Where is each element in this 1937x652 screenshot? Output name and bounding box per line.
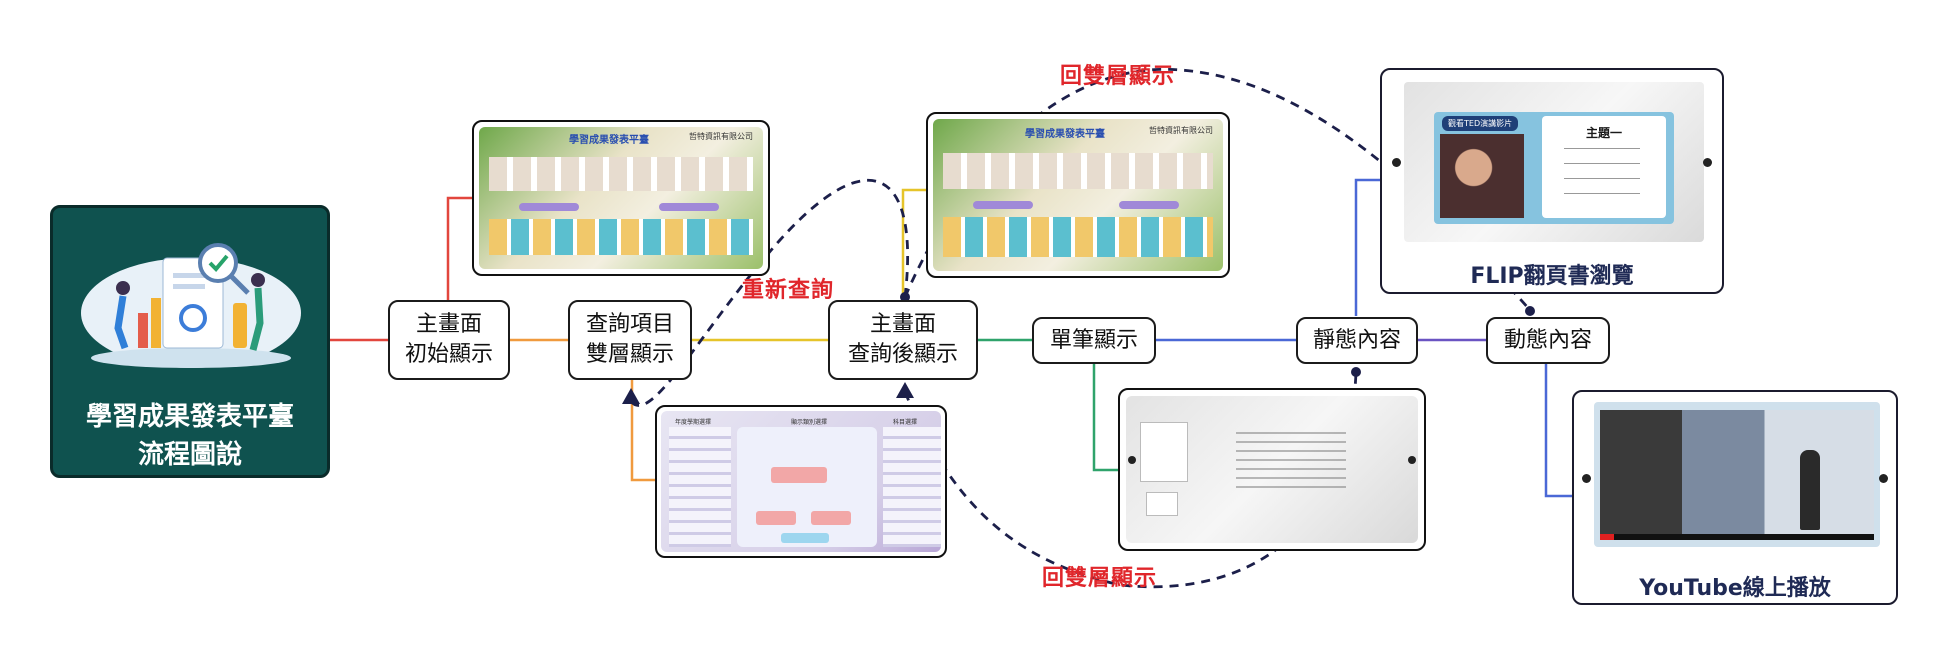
flip-prev-icon[interactable] [1392,158,1401,167]
youtube-panel: YouTube線上播放 [1572,390,1898,605]
mainafter-dot [900,292,910,302]
youtube-caption: YouTube線上播放 [1639,576,1831,601]
dynamic-dot [1525,306,1535,316]
requery-arrow [628,178,910,407]
label-back-double-top: 回雙層顯示 [1060,64,1176,89]
node-static-content[interactable]: 靜態內容 [1296,317,1418,364]
query-header-3: 科目選擇 [893,419,918,426]
title-illustration [81,243,301,368]
flip-photo [1440,134,1524,218]
flip-next-icon[interactable] [1703,158,1712,167]
youtube-next-icon[interactable] [1879,474,1888,483]
main-screen-company: 哲特資訊有限公司 [689,132,753,141]
mainafter-screen-title: 學習成果發表平臺 [1025,129,1105,140]
node-main-after-query[interactable]: 主畫面 查詢後顯示 [828,300,978,380]
mainafter-screen-company: 哲特資訊有限公司 [1149,126,1213,135]
flip-topic: 主題一 [1586,126,1623,140]
node-dynamic-content[interactable]: 動態內容 [1486,317,1610,364]
title-line-1: 學習成果發表平臺 [85,402,294,432]
label-back-double-bottom: 回雙層顯示 [1042,566,1158,591]
connector-query-panel [630,380,655,482]
query-header-2: 顯示類別選擇 [791,419,828,426]
chart-pie-icon [179,304,207,332]
title-line-2: 流程圖說 [137,440,242,470]
screenshot-main-after: 學習成果發表平臺 哲特資訊有限公司 [926,112,1230,278]
mainafter-arrowhead [896,382,914,398]
main-screen-title: 學習成果發表平臺 [569,135,649,146]
query-header-1: 年度學期選擇 [675,419,712,426]
youtube-video-frame[interactable] [1600,410,1874,540]
connector-main-screenshot [446,196,475,300]
book-row-2 [489,219,753,255]
connector-static-flip [1354,178,1380,316]
arrow-heads [622,292,1535,404]
magnifier-check-icon [198,243,238,283]
connectors [330,178,1572,498]
screenshot-query-panel: 年度學期選擇 顯示類別選擇 科目選擇 [655,405,947,558]
screenshot-main-initial: 學習成果發表平臺 哲特資訊有限公司 [472,120,770,276]
youtube-prev-icon[interactable] [1582,474,1591,483]
requery-arrowhead [622,388,640,404]
label-requery: 重新查詢 [742,278,835,303]
node-main-initial[interactable]: 主畫面 初始顯示 [388,300,510,380]
book-row-1 [489,157,753,191]
title-box: 學習成果發表平臺 流程圖說 [50,205,330,478]
connector-mainafter-screenshot [901,188,928,300]
flip-video-label: 觀看TED演講影片 [1442,116,1519,131]
flip-panel: 觀看TED演講影片 主題一 FLIP翻頁書瀏覽 [1380,68,1724,294]
node-query-items[interactable]: 查詢項目 雙層顯示 [568,300,692,380]
static-dot [1351,367,1361,377]
connector-single-record [1092,364,1118,472]
node-single-display[interactable]: 單筆顯示 [1032,317,1156,364]
flip-caption: FLIP翻頁書瀏覽 [1470,264,1634,289]
connector-dynamic-youtube [1544,364,1572,498]
screenshot-single-record [1118,388,1426,551]
